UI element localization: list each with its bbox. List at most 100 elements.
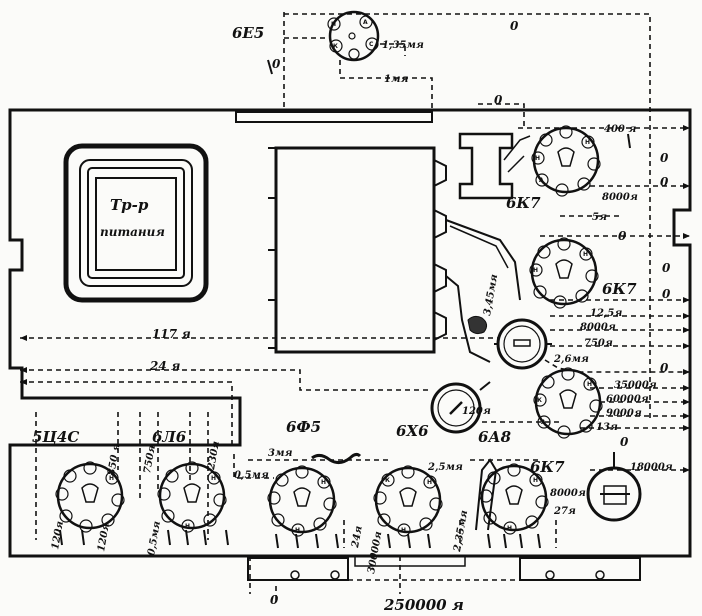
wiring [20,12,691,604]
v-r0a: 0 [660,151,669,165]
transformer-label-line1: Тр-р [110,196,149,214]
v-r0e: 0 [660,361,669,375]
bottom-leg-marks [59,59,631,549]
v-24: 24 я [149,359,180,373]
v-12-5: 12,5я [590,308,622,319]
flex-lead-2 [475,458,498,531]
svg-text:Н: Н [401,527,406,534]
socket-6l6: Н Н [157,461,227,533]
label-tube-6k7-mid: 6К7 [602,280,637,298]
svg-text:Н: Н [185,523,190,530]
v-60000: 60000я [606,394,649,405]
label-tube-6f5: 6Ф5 [286,418,321,436]
socket-right-bottom [586,452,642,522]
v-r0d: 0 [662,287,671,301]
v-e5-res2: 1мя [384,74,408,85]
v-8000b: 8000я [580,322,616,333]
svg-text:Н: Н [533,477,538,484]
bottom-terminal-strips [247,555,641,581]
v-0-5: 0,5мя [146,520,163,556]
svg-text:Н: Н [585,139,590,146]
v-e5-b: 0 [272,57,281,71]
v-13: 13я [596,422,618,433]
svg-text:Н: Н [583,251,588,258]
label-tube-6k7-top: 6К7 [506,194,541,212]
socket-6e5: Н А С К [327,10,380,62]
v-8000c: 8000я [550,488,586,499]
v-120a: 120я [50,520,66,550]
label-tube-6l6: 6Л6 [152,428,187,446]
v-750l: 750я [142,444,158,474]
v-mid-0: 0 [618,229,627,243]
socket-6k7-mid: Н Н [529,237,599,309]
socket-6a8 [467,315,552,370]
svg-text:Н: Н [535,155,540,162]
power-transformer [63,143,209,303]
v-5: 5я [592,212,607,223]
socket-6a8-octal: Н А К [533,367,603,439]
svg-text:К: К [333,43,338,50]
svg-text:Н: Н [321,479,326,486]
socket-6f5: Н Н [267,465,337,537]
v-8000a: 8000я [602,192,638,203]
label-tube-6e5: 6Е5 [232,24,264,42]
svg-text:Н: Н [507,525,512,532]
v-850: 850 я [106,443,122,477]
svg-text:Н: Н [109,475,114,482]
svg-text:Н: Н [211,475,216,482]
v-117: 117 я [152,327,191,341]
filter-capacitor-block [268,146,521,363]
v-120b: 120я [462,406,491,417]
v-18000: 18000я [630,462,673,473]
v-24b: 24я [350,525,365,549]
socket-6x6 [430,381,491,434]
v-e5-res1: 1,35мя [382,40,424,51]
svg-text:Н: Н [295,527,300,534]
svg-text:А: А [541,419,546,426]
svg-text:С: С [369,41,374,48]
v-top-0: 0 [494,93,503,107]
v-27: 27я [553,506,576,517]
v-bot-0: 0 [270,593,279,607]
svg-text:Н: Н [587,381,592,388]
chassis-outline [8,108,692,558]
svg-text:А: А [363,19,368,26]
v-a8-0: 0 [620,435,629,449]
label-tube-5c4s: 5Ц4С [32,428,79,446]
v-3m: 3мя [268,448,292,459]
svg-text:К: К [385,477,390,484]
v-0-5m: 0,5мя [234,470,269,481]
svg-text:Н: Н [533,267,538,274]
svg-text:К: К [537,397,542,404]
v-2-6: 2,6мя [553,354,589,365]
arrowheads [20,125,690,473]
v-250000: 250000 я [383,596,464,614]
svg-text:Н: Н [427,479,432,486]
transformer-label-line2: питания [100,225,165,239]
socket-5c4s: Н [55,461,125,533]
v-9000: 9000я [606,408,642,419]
label-tube-6x6: 6Х6 [396,422,429,440]
label-tube-6k7-bottom: 6К7 [530,458,565,476]
socket-6k7-top: Н А Н [531,125,601,197]
v-345: 3,45мя [482,273,500,316]
flex-lead [311,452,362,465]
label-tube-6a8: 6А8 [478,428,512,446]
v-e5-a: 0 [510,19,519,33]
v-2-5m: 2,5мя [427,462,463,473]
v-750: 750я [584,338,613,349]
v-400: 400 я [604,124,636,135]
i-bracket [458,132,514,200]
v-35000: 35000я [614,380,657,391]
v-r0b: 0 [660,175,669,189]
v-120c: 120я [96,522,112,552]
v-30000: 30000я [366,530,384,574]
v-r0c: 0 [662,261,671,275]
top-rail [235,111,433,123]
socket-bottom-mid: Н Н К [373,465,443,537]
svg-text:Н: Н [331,21,336,28]
svg-text:А: А [539,177,544,184]
v-230: 230я [206,440,222,471]
